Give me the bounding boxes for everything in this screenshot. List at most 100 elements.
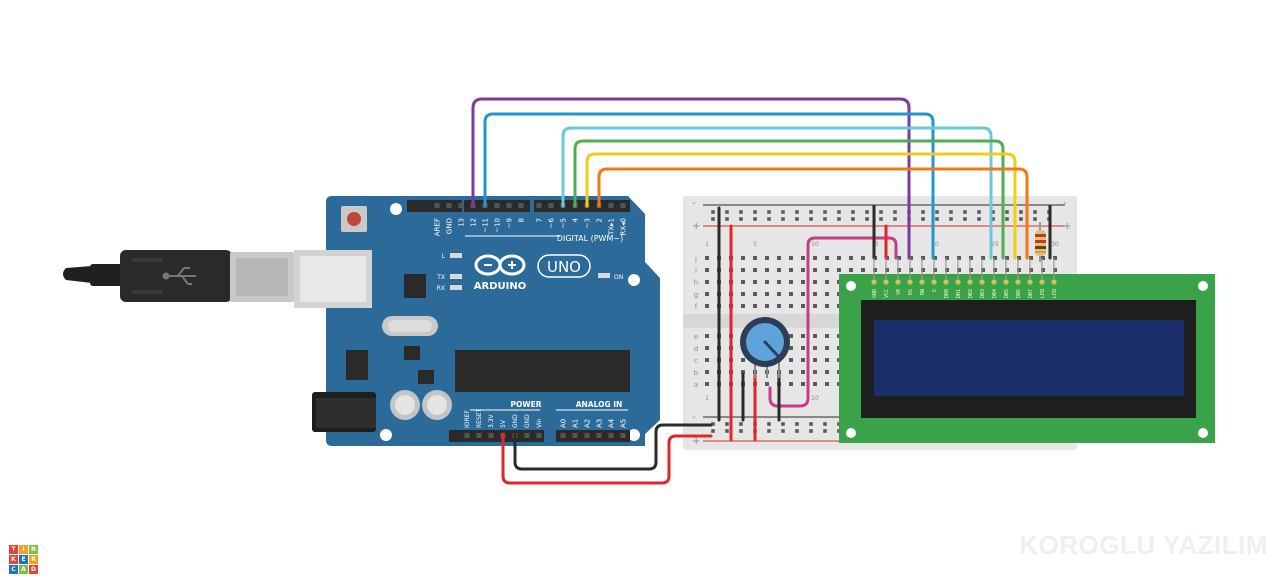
uno-badge (537, 254, 591, 278)
lcd-pin-label: RW (920, 288, 926, 295)
col-number: 5 (753, 241, 757, 248)
mount-hole (380, 429, 392, 441)
logo-letter: N (29, 545, 38, 554)
header-pin[interactable] (458, 203, 464, 208)
led-tx-label: TX (436, 274, 445, 281)
lcd-pin[interactable] (979, 279, 985, 285)
lcd-pin[interactable] (931, 279, 937, 285)
lcd-pin[interactable] (1003, 279, 1009, 285)
wire-purple[interactable] (471, 97, 911, 260)
rail-plus-label: + (1063, 221, 1071, 232)
led-on (598, 273, 610, 278)
lcd-pin[interactable] (895, 279, 901, 285)
lcd-pin-label: DB3 (980, 289, 986, 298)
power-label: POWER (510, 400, 541, 409)
pin-label: RX◂0 (620, 218, 628, 236)
lcd-pin[interactable] (943, 279, 949, 285)
lcd-pin[interactable] (883, 279, 889, 285)
usb-cable[interactable] (63, 250, 294, 302)
header-pin[interactable] (536, 203, 542, 208)
col-number: 1 (705, 241, 709, 248)
pin-label: 5V (500, 419, 507, 428)
potentiometer[interactable] (740, 317, 790, 378)
pin-label: 4 (572, 217, 580, 222)
lcd-pin[interactable] (991, 279, 997, 285)
logo-letter: I (19, 545, 28, 554)
pin-label: 7 (536, 218, 544, 222)
lcd-pin[interactable] (871, 279, 877, 285)
atmega-chip (455, 350, 630, 392)
pin-label: A0 (560, 419, 568, 428)
lcd-pin-label: DB6 (1016, 289, 1022, 298)
pin-label: ~5 (560, 218, 568, 228)
lcd-pin[interactable] (1051, 279, 1057, 285)
lcd-pin-label: V0 (896, 289, 902, 295)
header-pin[interactable] (608, 203, 614, 208)
wire-black-gnd[interactable] (513, 423, 713, 471)
lcd-pin[interactable] (907, 279, 913, 285)
row-letter: g (694, 291, 698, 299)
row-letter: a (694, 381, 698, 389)
header-pin[interactable] (506, 203, 512, 208)
header-pin[interactable] (584, 433, 590, 438)
col-number: 30 (1051, 241, 1059, 248)
wire-pink[interactable] (768, 236, 898, 408)
pin-label: ~6 (548, 217, 556, 228)
pin-label: Vin (536, 418, 543, 428)
lcd-pin[interactable] (955, 279, 961, 285)
col-number: 25 (991, 241, 999, 248)
pin-label: A1 (572, 419, 580, 428)
header-pin[interactable] (434, 203, 440, 208)
lcd-pin-label: DB0 (944, 289, 950, 298)
header-pin[interactable] (536, 433, 542, 438)
lcd-pin[interactable] (1027, 279, 1033, 285)
header-pin[interactable] (488, 433, 494, 438)
wire-green[interactable] (573, 139, 1005, 260)
mount-hole (1198, 428, 1208, 438)
rail-minus-label: - (692, 198, 696, 209)
wire-orange[interactable] (597, 167, 1029, 260)
rail-plus-label: + (692, 221, 700, 232)
header-pin[interactable] (596, 433, 602, 438)
lcd-pin[interactable] (1015, 279, 1021, 285)
header-pin[interactable] (476, 433, 482, 438)
logo-letter: R (29, 555, 38, 564)
wire-red-gnd[interactable] (501, 432, 713, 485)
led-rx-label: RX (437, 285, 445, 292)
mount-hole (1198, 281, 1208, 291)
header-pin[interactable] (560, 433, 566, 438)
wire-blue[interactable] (483, 112, 935, 260)
header-pin[interactable] (524, 433, 530, 438)
header-pin[interactable] (608, 433, 614, 438)
header-pin[interactable] (620, 433, 626, 438)
rail-minus-label: - (1063, 198, 1067, 209)
logo-letter: K (9, 555, 18, 564)
header-power (449, 430, 544, 442)
header-pin[interactable] (494, 203, 500, 208)
pin-label: ~9 (506, 218, 514, 228)
lcd-pin[interactable] (919, 279, 925, 285)
lcd-pin[interactable] (1039, 279, 1045, 285)
pin-label: 3.3V (488, 413, 495, 428)
voltage-regulator (346, 350, 368, 380)
usb-symbol-icon (162, 267, 196, 285)
pin-label: ~11 (482, 218, 490, 233)
header-pin[interactable] (446, 203, 452, 208)
wire-lightblue[interactable] (561, 126, 993, 260)
header-pin[interactable] (518, 203, 524, 208)
lcd-pin[interactable] (967, 279, 973, 285)
mount-hole (628, 429, 640, 441)
capacitor (390, 390, 452, 420)
header-pin[interactable] (572, 433, 578, 438)
smd-chip (404, 346, 420, 360)
wire-yellow[interactable] (585, 152, 1017, 260)
header-pin[interactable] (464, 433, 470, 438)
header-pin[interactable] (548, 203, 554, 208)
resistor[interactable] (1035, 222, 1046, 262)
led-rx (450, 285, 462, 290)
header-pin[interactable] (620, 203, 626, 208)
led-l (450, 253, 462, 258)
